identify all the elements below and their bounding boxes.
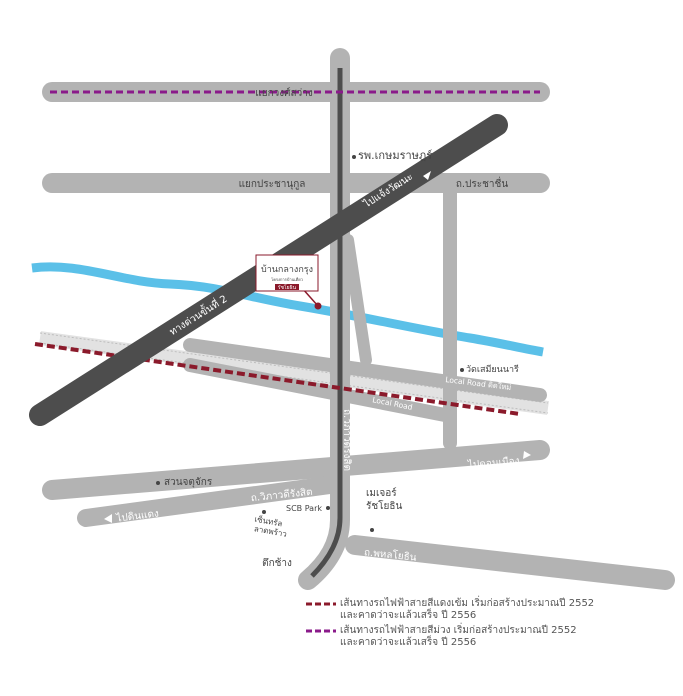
label-expressway: ทางด่วนขั้นที่ 2	[166, 291, 229, 338]
legend-red-line1: เส้นทางรถไฟฟ้าสายสีแดงเข้ม เริ่มก่อสร้าง…	[340, 595, 594, 609]
road-vertical-main	[298, 48, 350, 590]
central-dot	[262, 510, 266, 514]
road-donmueang	[42, 440, 550, 500]
label-pracha-nukul: แยกประชานุกูล	[239, 179, 306, 190]
project-tag: รัชโยธิน	[278, 284, 297, 291]
legend-purple-line1: เส้นทางรถไฟฟ้าสายสีม่วง เริ่มก่อสร้างประ…	[340, 622, 577, 636]
scb-dot	[326, 506, 330, 510]
road-phahon	[345, 535, 675, 590]
label-major-2: รัชโยธิน	[366, 499, 402, 512]
red-line	[34, 342, 521, 416]
viphawadi-center-line	[310, 68, 343, 578]
arrow-dindaeng	[104, 514, 112, 523]
major-dot	[370, 528, 374, 532]
label-major-1: เมเจอร์	[366, 487, 397, 499]
roads-group	[42, 48, 675, 590]
road-slant-connector	[342, 234, 372, 366]
label-to-donmueang: ไปดอนเมือง	[467, 455, 521, 472]
label-hospital: รพ.เกษมราษฎร์	[358, 149, 432, 162]
label-tuk-chang: ตึกช้าง	[262, 557, 292, 569]
project-name: บ้านกลางกรุง	[261, 264, 313, 275]
label-pracha-chuen: ถ.ประชาชื่น	[456, 176, 509, 190]
label-central-1: เซ็นทรัล	[254, 514, 284, 529]
legend: เส้นทางรถไฟฟ้าสายสีแดงเข้ม เริ่มก่อสร้าง…	[306, 595, 594, 648]
label-scb-park: SCB Park	[286, 504, 322, 513]
location-pin	[314, 302, 322, 310]
arrow-chaengwattana	[423, 171, 431, 180]
road-dindaeng	[77, 476, 339, 527]
hospital-dot	[352, 155, 356, 159]
label-wiphawadi-vertical: ถ.วิภาวดีรังสิต	[341, 409, 353, 471]
road-local-1	[183, 338, 547, 402]
legend-purple-line2: และคาดว่าจะแล้วเสร็จ ปี 2556	[340, 634, 476, 648]
canal	[31, 262, 544, 357]
label-to-dindaeng: ไปดินแดง	[115, 507, 160, 524]
label-central-2: ลาดพร้าว	[253, 524, 287, 539]
label-top-junction: แยกวงศ์สว่าง	[255, 87, 313, 99]
label-wat: วัดเสมียนนารี	[466, 364, 519, 375]
project-box[interactable]: บ้านกลางกรุง โครงการบ้านเดี่ยว รัชโยธิน	[255, 254, 319, 292]
legend-red-line2: และคาดว่าจะแล้วเสร็จ ปี 2556	[340, 607, 476, 621]
suan-dot	[156, 481, 160, 485]
arrow-donmueang	[523, 451, 531, 459]
label-suan: สวนจตุจักร	[164, 477, 213, 488]
wat-dot	[460, 368, 464, 372]
project-sub: โครงการบ้านเดี่ยว	[271, 277, 303, 282]
